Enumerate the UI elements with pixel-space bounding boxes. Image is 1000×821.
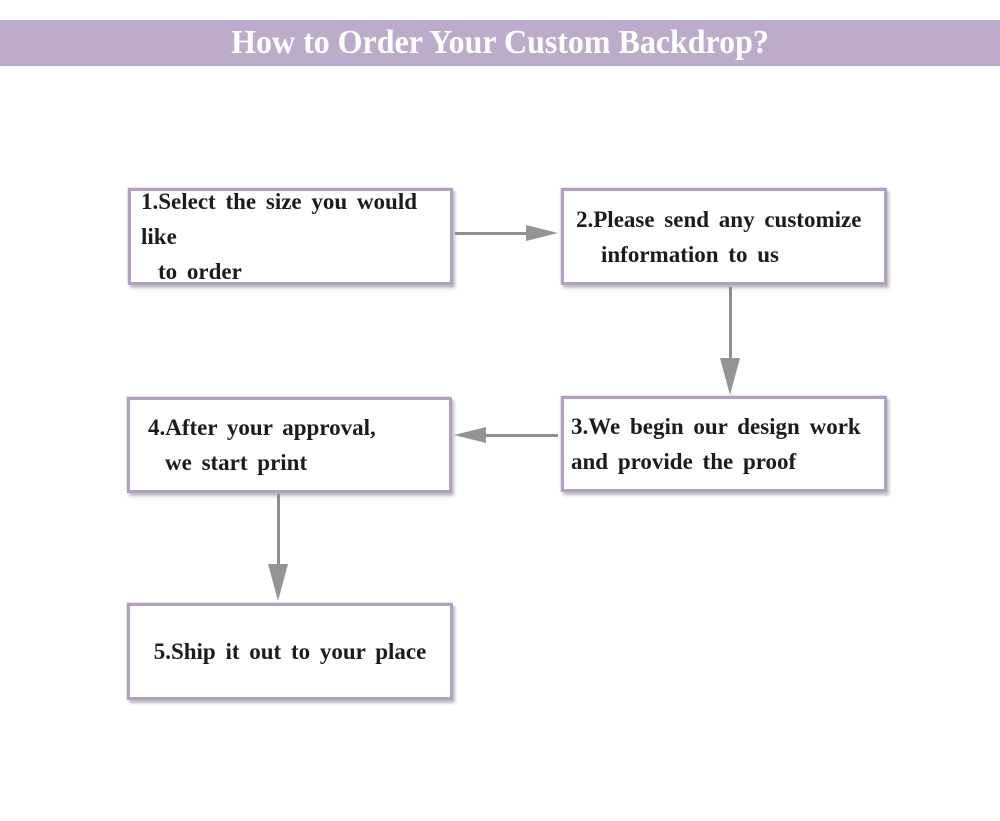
arrow-step4-to-step5-down-icon <box>268 494 288 601</box>
arrow-head <box>720 358 740 395</box>
step-3-line-2: and provide the proof <box>571 449 797 474</box>
step-2-line-2: information to us <box>601 241 779 267</box>
step-3-line-1: 3.We begin our design work <box>571 414 861 439</box>
arrow-head <box>268 564 288 601</box>
step-4-line-2: we start print <box>165 450 308 475</box>
arrow-step3-to-step4-left-icon <box>454 427 558 443</box>
step-5-box: 5.Ship it out to your place <box>127 603 453 700</box>
step-2-box: 2.Please send any customize information … <box>561 188 887 285</box>
arrow-shaft <box>277 494 280 566</box>
step-1-box: 1.Select the size you would like to orde… <box>128 188 453 285</box>
arrow-head <box>526 225 558 241</box>
step-1-line-1: 1.Select the size you would like <box>141 189 418 249</box>
step-4-line-1: 4.After your approval, <box>148 415 376 440</box>
step-2-line-1: 2.Please send any customize <box>576 206 862 232</box>
arrow-step1-to-step2-right-icon <box>455 225 558 241</box>
step-3-box: 3.We begin our design work and provide t… <box>561 396 887 492</box>
step-4-box: 4.After your approval, we start print <box>127 397 452 493</box>
arrow-shaft <box>482 434 558 437</box>
page-title: How to Order Your Custom Backdrop? <box>231 24 769 61</box>
step-5-line-1: 5.Ship it out to your place <box>153 639 427 664</box>
arrow-step2-to-step3-down-icon <box>720 287 740 395</box>
arrow-shaft <box>455 232 531 235</box>
step-1-line-2: to order <box>158 259 242 284</box>
header-banner: How to Order Your Custom Backdrop? <box>0 20 1000 66</box>
arrow-head <box>454 427 486 443</box>
arrow-shaft <box>729 287 732 360</box>
